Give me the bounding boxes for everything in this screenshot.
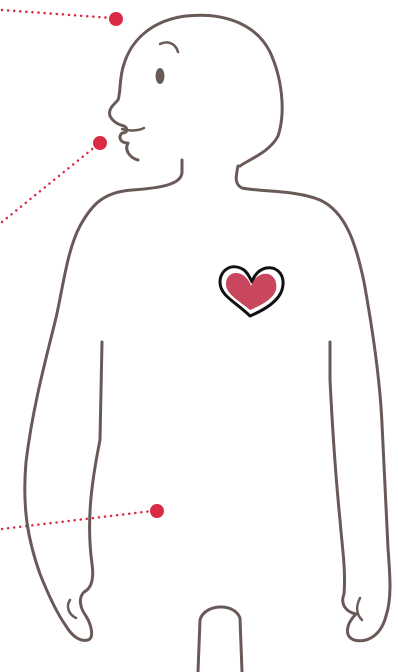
mouth-marker-dot bbox=[93, 136, 107, 150]
forehead-marker-dot bbox=[109, 12, 123, 26]
arm-marker-dot bbox=[150, 504, 164, 518]
eye bbox=[156, 68, 165, 84]
